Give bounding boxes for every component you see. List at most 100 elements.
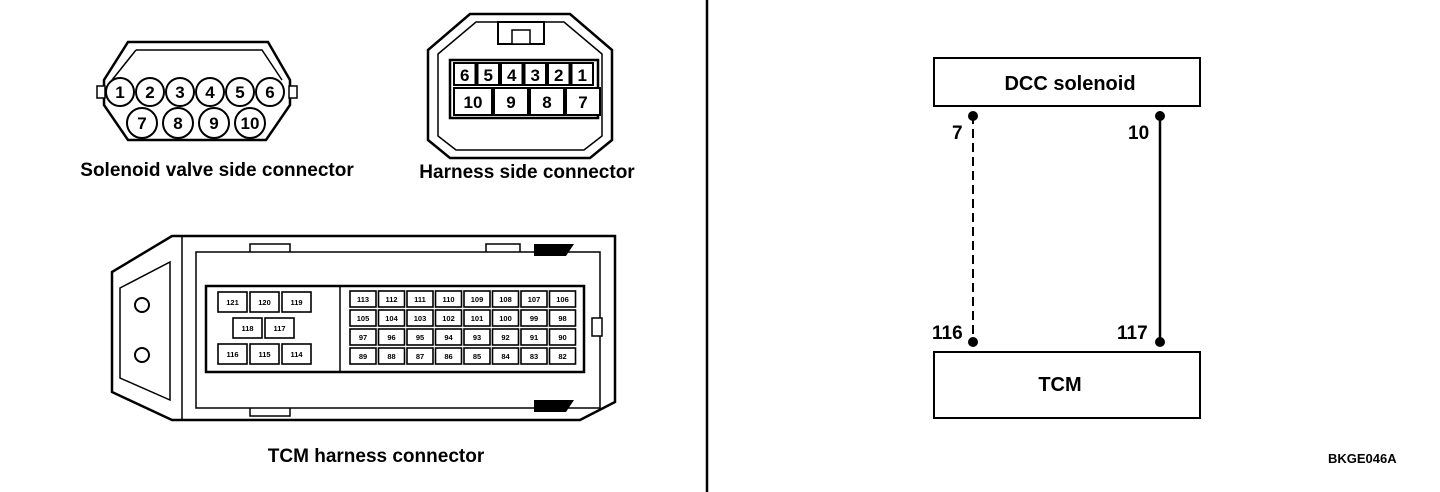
tcm-pin-label: 82 <box>558 352 566 361</box>
tcm-pin-label: 113 <box>357 295 369 304</box>
harness-pin-label: 9 <box>506 93 515 112</box>
solenoid-pin-label: 5 <box>235 83 244 102</box>
tcm-pin-cell <box>281 291 312 313</box>
solenoid-pin-circle <box>135 77 165 107</box>
solenoid-pin-label: 6 <box>265 83 274 102</box>
tcm-pin-label: 111 <box>414 295 426 304</box>
tcm-pin-label: 87 <box>416 352 424 361</box>
tcm-pin-cell <box>520 328 548 346</box>
tcm-pin-label: 90 <box>558 333 566 342</box>
tcm-pin-label: 106 <box>556 295 569 304</box>
terminal-dot-117 <box>1155 337 1165 347</box>
harness-pin-cell <box>523 62 547 86</box>
harness-pin-cell <box>500 62 524 86</box>
tcm-pin-label: 105 <box>357 314 370 323</box>
harness-pin-label: 6 <box>460 66 469 85</box>
solenoid-pin-circle <box>234 107 266 139</box>
tcm-pin-label: 110 <box>442 295 454 304</box>
harness-pin-cell <box>570 62 594 86</box>
harness-pin-cell <box>529 87 565 116</box>
solenoid-pin-circle <box>195 77 225 107</box>
solenoid-pin-circle <box>165 77 195 107</box>
terminal-dot-7 <box>968 111 978 121</box>
tcm-pin-label: 86 <box>444 352 452 361</box>
solenoid-pin-circle <box>255 77 285 107</box>
wire-label-116: 116 <box>932 323 963 344</box>
tcm-pin-cell <box>548 309 577 327</box>
tcm-pin-cell <box>377 328 406 346</box>
tcm-pin-label: 101 <box>471 314 484 323</box>
tcm-pin-cell <box>434 328 463 346</box>
tcm-pin-cell <box>249 291 280 313</box>
tcm-pin-label: 114 <box>290 350 303 359</box>
tcm-pin-cell <box>548 347 577 365</box>
tcm-pin-label: 120 <box>258 298 271 307</box>
solenoid-pin-circle <box>198 107 230 139</box>
tcm-pin-label: 97 <box>359 333 367 342</box>
tcm-pin-label: 107 <box>528 295 541 304</box>
tcm-pin-cell <box>406 290 434 308</box>
tcm-pin-label: 94 <box>444 333 453 342</box>
tcm-pin-label: 96 <box>387 333 395 342</box>
harness-pin-label: 4 <box>507 66 517 85</box>
tcm-pin-cell <box>349 290 377 308</box>
tcm-pin-cell <box>406 309 434 327</box>
tcm-pin-cell <box>217 291 248 313</box>
tcm-pin-label: 117 <box>273 324 285 333</box>
tcm-pin-cell <box>434 347 463 365</box>
solenoid-pin-label: 3 <box>175 83 184 102</box>
tcm-pin-cell <box>264 317 295 339</box>
tcm-pin-label: 99 <box>530 314 538 323</box>
tcm-pin-label: 91 <box>530 333 538 342</box>
harness-connector-body <box>426 12 614 160</box>
solenoid-connector-caption: Solenoid valve side connector <box>80 160 354 181</box>
tcm-pin-label: 95 <box>416 333 424 342</box>
tcm-pin-label: 121 <box>226 298 239 307</box>
harness-pin-label: 8 <box>542 93 551 112</box>
tcm-pin-cell <box>377 290 406 308</box>
tcm-pin-cell <box>406 328 434 346</box>
tcm-pin-label: 84 <box>501 352 510 361</box>
wire-label-10: 10 <box>1128 123 1149 144</box>
tcm-mount-hole-bottom <box>134 347 150 363</box>
solenoid-pin-label: 4 <box>205 83 215 102</box>
tcm-pin-label: 92 <box>501 333 509 342</box>
tcm-pin-cell <box>434 309 463 327</box>
tcm-pin-cell <box>548 290 577 308</box>
terminal-dot-10 <box>1155 111 1165 121</box>
tcm-pin-cell <box>548 328 577 346</box>
tcm-connector-body <box>110 234 617 422</box>
solenoid-pin-label: 1 <box>115 83 124 102</box>
tcm-pin-label: 102 <box>442 314 455 323</box>
tcm-pin-cell <box>434 290 463 308</box>
tcm-pin-cell <box>249 343 280 365</box>
solenoid-pin-circle <box>126 107 158 139</box>
tcm-pin-cell <box>406 347 434 365</box>
tcm-pin-label: 85 <box>473 352 481 361</box>
tcm-pin-label: 116 <box>226 350 238 359</box>
solenoid-pin-circle <box>225 77 255 107</box>
tcm-box <box>933 351 1201 419</box>
solenoid-pin-circle <box>105 77 135 107</box>
dcc-solenoid-label: DCC solenoid <box>1004 73 1135 95</box>
tcm-pin-label: 88 <box>387 352 395 361</box>
tcm-mount-hole-top <box>134 297 150 313</box>
tcm-pin-label: 89 <box>359 352 367 361</box>
tcm-pin-label: 98 <box>558 314 566 323</box>
tcm-connector-caption: TCM harness connector <box>268 446 485 467</box>
solenoid-pin-label: 7 <box>137 114 146 133</box>
harness-connector-caption: Harness side connector <box>419 162 635 183</box>
tcm-pin-cell <box>491 309 520 327</box>
dcc-solenoid-box <box>933 57 1201 107</box>
tcm-pin-cell <box>377 309 406 327</box>
tcm-pin-label: 108 <box>499 295 512 304</box>
solenoid-pin-label: 9 <box>209 114 218 133</box>
harness-pin-label: 2 <box>554 66 563 85</box>
wire-label-7: 7 <box>952 123 963 144</box>
tcm-pin-cell <box>217 343 248 365</box>
harness-pin-cell <box>565 87 601 116</box>
tcm-pin-cell <box>349 309 377 327</box>
harness-pin-cell <box>453 62 477 86</box>
